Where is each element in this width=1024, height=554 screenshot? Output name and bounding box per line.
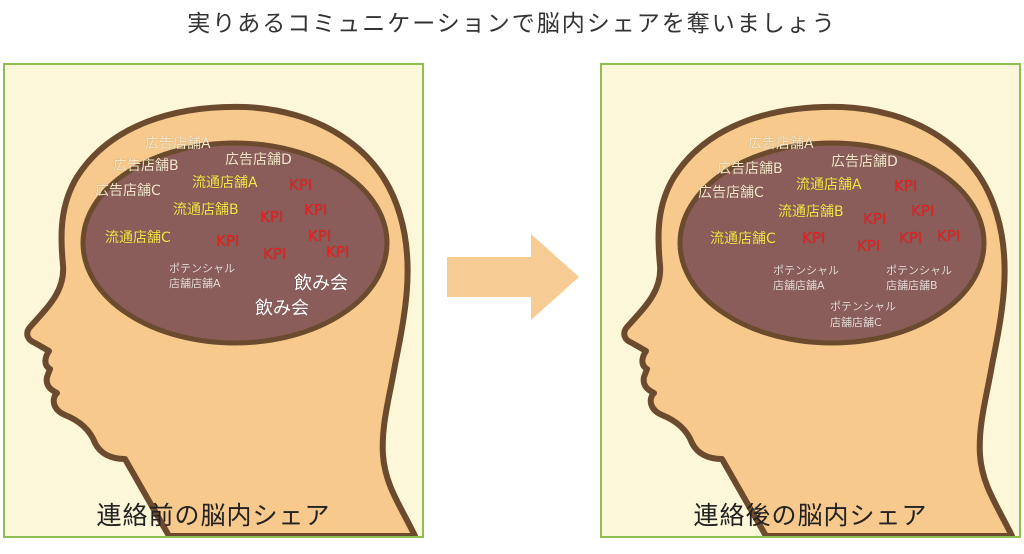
before-kpi-label: KPI (326, 243, 350, 261)
after-ad-label: 広告店舗C (698, 185, 764, 201)
before-ad-label: 広告店舗C (95, 183, 161, 199)
after-kpi-label: KPI (863, 210, 887, 228)
after-kpi-label: KPI (857, 237, 881, 255)
after-kpi-label: KPI (802, 229, 826, 247)
before-dist-label: 流通店舗B (173, 202, 239, 218)
head-profile-icon (24, 103, 418, 536)
before-kpi-label: KPI (216, 232, 240, 250)
before-kpi-label: KPI (260, 208, 284, 226)
after-pot-label: ポテンシャル (830, 300, 896, 313)
after-dist-label: 流通店舗C (710, 231, 776, 247)
before-dist-label: 流通店舗A (192, 175, 258, 191)
right-arrow-icon (447, 234, 579, 320)
after-ad-label: 広告店舗B (717, 161, 783, 177)
after-caption: 連絡後の脳内シェア (693, 501, 928, 530)
before-kpi-label: KPI (308, 227, 332, 245)
after-ad-label: 広告店舗D (831, 154, 898, 170)
after-pot-label: 店舗店舗A (773, 279, 825, 292)
page-title: 実りあるコミュニケーションで脳内シェアを奪いましょう (187, 11, 837, 37)
before-ad-label: 広告店舗A (145, 136, 211, 152)
after-dist-label: 流通店舗B (778, 204, 844, 220)
before-kpi-label: KPI (289, 176, 313, 194)
after-ad-label: 広告店舗A (748, 136, 814, 152)
before-pot-label: ポテンシャル (169, 262, 235, 275)
before-caption: 連絡前の脳内シェア (96, 501, 331, 530)
after-kpi-label: KPI (894, 177, 918, 195)
before-kpi-label: KPI (304, 201, 328, 219)
before-kpi-label: KPI (263, 245, 287, 263)
after-pot-label: ポテンシャル (886, 264, 952, 277)
after-dist-label: 流通店舗A (796, 177, 862, 193)
before-drink-label: 飲み会 (255, 298, 309, 319)
after-pot-label: 店舗店舗C (830, 316, 882, 329)
head-profile-icon (621, 103, 1015, 536)
before-dist-label: 流通店舗C (105, 230, 171, 246)
after-kpi-label: KPI (911, 202, 935, 220)
after-kpi-label: KPI (937, 227, 961, 245)
before-pot-label: 店舗店舗A (169, 277, 221, 290)
after-kpi-label: KPI (899, 229, 923, 247)
after-pot-label: 店舗店舗B (886, 279, 938, 292)
before-drink-label: 飲み会 (294, 273, 348, 294)
before-ad-label: 広告店舗B (113, 158, 179, 174)
after-pot-label: ポテンシャル (773, 264, 839, 277)
before-ad-label: 広告店舗D (225, 152, 292, 168)
